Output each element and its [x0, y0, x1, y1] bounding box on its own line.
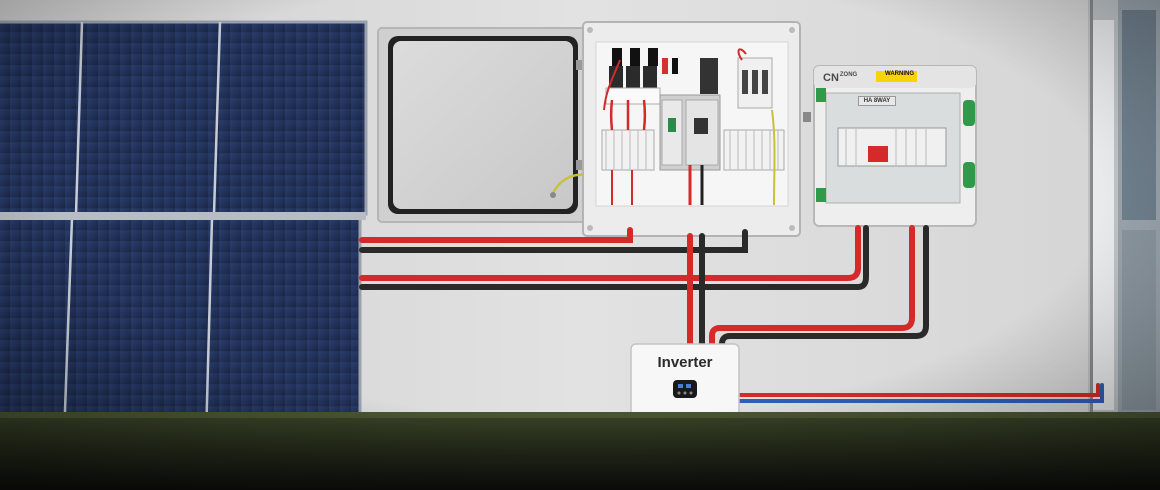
breaker-label: HA 8WAY	[858, 96, 896, 106]
inverter-label: Inverter	[657, 354, 713, 371]
brand-subtext: ZONG	[839, 72, 858, 78]
warning-sticker: WARNING	[876, 71, 917, 82]
brand-text: CN	[823, 72, 839, 84]
box-brand-logo: CNZONG	[823, 72, 857, 84]
